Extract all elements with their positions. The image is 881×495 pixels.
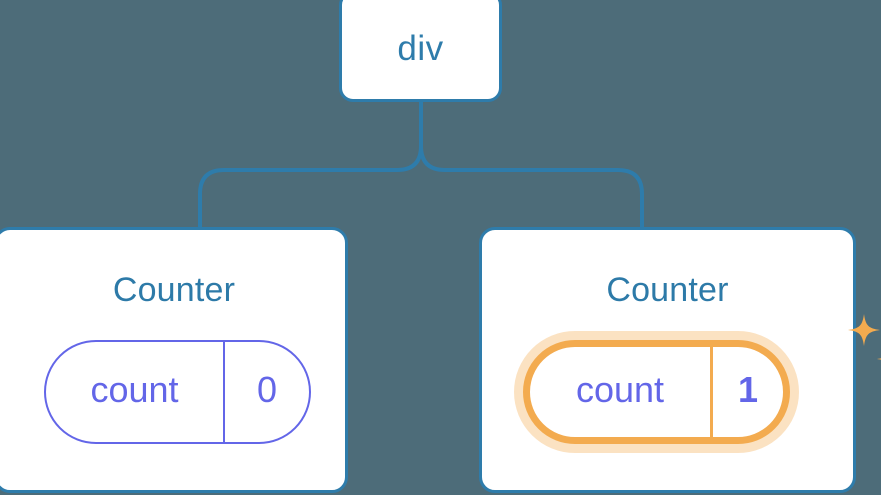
counter-card-left[interactable]: Counter count 0: [0, 227, 348, 493]
sparkle-icon-small: [877, 358, 881, 360]
sparkle-group: [848, 314, 881, 360]
counter-card-left-title: Counter: [112, 271, 236, 309]
counter-card-left-state-wrap: count 0: [44, 340, 311, 444]
state-pill-key-left-text: count: [90, 369, 179, 410]
state-pill-value-right: 1: [710, 347, 783, 437]
state-pill-value-left: 0: [223, 342, 309, 442]
state-pill-key-left: count: [46, 342, 223, 442]
state-pill-count-right[interactable]: count 1: [523, 340, 790, 444]
tree-node-div-label: div: [397, 29, 444, 68]
tree-node-div[interactable]: div: [339, 0, 502, 102]
counter-card-right-title: Counter: [606, 271, 729, 309]
state-pill-key-right: count: [530, 347, 710, 437]
counter-card-right[interactable]: Counter count 1: [479, 227, 881, 493]
state-pill-value-right-text: 1: [737, 369, 759, 410]
state-pill-key-right-text: count: [575, 369, 665, 410]
state-pill-value-left-text: 0: [256, 369, 278, 410]
state-pill-count-left[interactable]: count 0: [44, 340, 311, 444]
counter-card-right-state-wrap: count 1: [523, 314, 881, 444]
sparkle-icon-large: [848, 314, 880, 346]
